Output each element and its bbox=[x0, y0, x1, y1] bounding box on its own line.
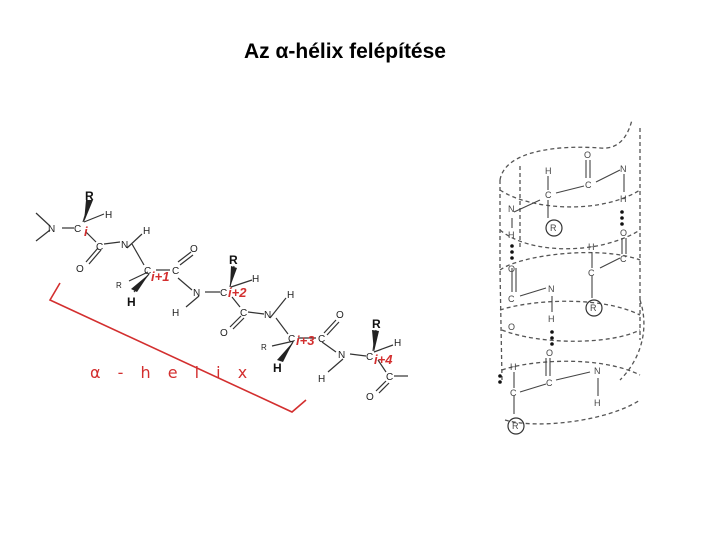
atom-h: H bbox=[273, 361, 282, 375]
atom-c: C bbox=[240, 308, 247, 319]
helix-span-bracket bbox=[48, 282, 307, 413]
helix-atom-c: C bbox=[620, 254, 627, 264]
atom-o: O bbox=[366, 392, 374, 403]
helix-atoms: H C O C N H N H R O H C C O C N R H O O … bbox=[508, 150, 627, 431]
side-chain-r: R bbox=[229, 253, 238, 267]
helix-label: α - h e l i x bbox=[90, 363, 253, 382]
page-title: Az α-hélix felépítése bbox=[244, 40, 446, 63]
atom-o: O bbox=[190, 244, 198, 255]
chain-atoms: N C R H C O N H C R H C O N H C R H C O … bbox=[48, 189, 401, 403]
helix-atom-c: C bbox=[508, 294, 515, 304]
helix-atom-h: H bbox=[548, 314, 555, 324]
residue-label-i-plus-2: i+2 bbox=[228, 285, 247, 300]
helix-atom-h: H bbox=[594, 398, 601, 408]
atom-c-alpha: C bbox=[144, 266, 151, 277]
helix-atom-n: N bbox=[620, 164, 627, 174]
atom-h: H bbox=[252, 274, 259, 285]
helix-side-chain-r: R bbox=[590, 303, 597, 313]
atom-h: H bbox=[105, 210, 112, 221]
helix-atom-c: C bbox=[546, 378, 553, 388]
atom-h: H bbox=[143, 226, 150, 237]
residue-label-i-plus-3: i+3 bbox=[296, 333, 315, 348]
helix-atom-n: N bbox=[594, 366, 601, 376]
atom-h: H bbox=[287, 290, 294, 301]
residue-labels: i i+1 i+2 i+3 i+4 bbox=[84, 224, 393, 367]
atom-h: H bbox=[318, 374, 325, 385]
residue-label-i-plus-4: i+4 bbox=[374, 352, 393, 367]
side-chain-r: R bbox=[116, 281, 122, 290]
helix-atom-c: C bbox=[510, 388, 517, 398]
atom-h: H bbox=[127, 295, 136, 309]
side-chain-r: R bbox=[261, 343, 267, 352]
atom-c-alpha: C bbox=[288, 334, 295, 345]
residue-label-i: i bbox=[84, 224, 88, 239]
helix-atom-o: O bbox=[620, 228, 627, 238]
atom-c-alpha: C bbox=[220, 288, 227, 299]
atom-c: C bbox=[96, 242, 103, 253]
helix-side-chain-r: R bbox=[512, 421, 519, 431]
helix-atom-n: N bbox=[548, 284, 555, 294]
atom-c-alpha: C bbox=[366, 352, 373, 363]
helix-atom-c: C bbox=[588, 268, 595, 278]
helix-atom-h: H bbox=[620, 194, 627, 204]
atom-c: C bbox=[386, 372, 393, 383]
helix-atom-h: H bbox=[508, 230, 515, 240]
helix-atom-o: O bbox=[584, 150, 591, 160]
atom-n: N bbox=[338, 350, 345, 361]
atom-c: C bbox=[172, 266, 179, 277]
residue-label-i-plus-1: i+1 bbox=[151, 269, 169, 284]
helix-atom-c: C bbox=[585, 180, 592, 190]
atom-n: N bbox=[193, 288, 200, 299]
helix-atom-o: O bbox=[546, 348, 553, 358]
helix-atom-c: C bbox=[545, 190, 552, 200]
helix-atom-o: O bbox=[508, 322, 515, 332]
side-chain-r: R bbox=[372, 317, 381, 331]
helix-ribbon-diagram bbox=[499, 119, 645, 425]
atom-o: O bbox=[220, 328, 228, 339]
atom-n: N bbox=[121, 240, 128, 251]
atom-h: H bbox=[394, 338, 401, 349]
helix-atom-n: N bbox=[508, 204, 515, 214]
helix-side-chain-r: R bbox=[550, 223, 557, 233]
helix-atom-h: H bbox=[510, 362, 517, 372]
side-chain-r: R bbox=[85, 189, 94, 203]
atom-n: N bbox=[264, 310, 271, 321]
atom-c-alpha: C bbox=[74, 224, 81, 235]
atom-o: O bbox=[336, 310, 344, 321]
peptide-chain-diagram bbox=[35, 199, 408, 394]
atom-n: N bbox=[48, 224, 55, 235]
helix-atom-o: O bbox=[508, 264, 515, 274]
atom-c: C bbox=[318, 334, 325, 345]
helix-atom-h: H bbox=[588, 242, 595, 252]
atom-o: O bbox=[76, 264, 84, 275]
atom-h: H bbox=[172, 308, 179, 319]
helix-atom-h: H bbox=[545, 166, 552, 176]
